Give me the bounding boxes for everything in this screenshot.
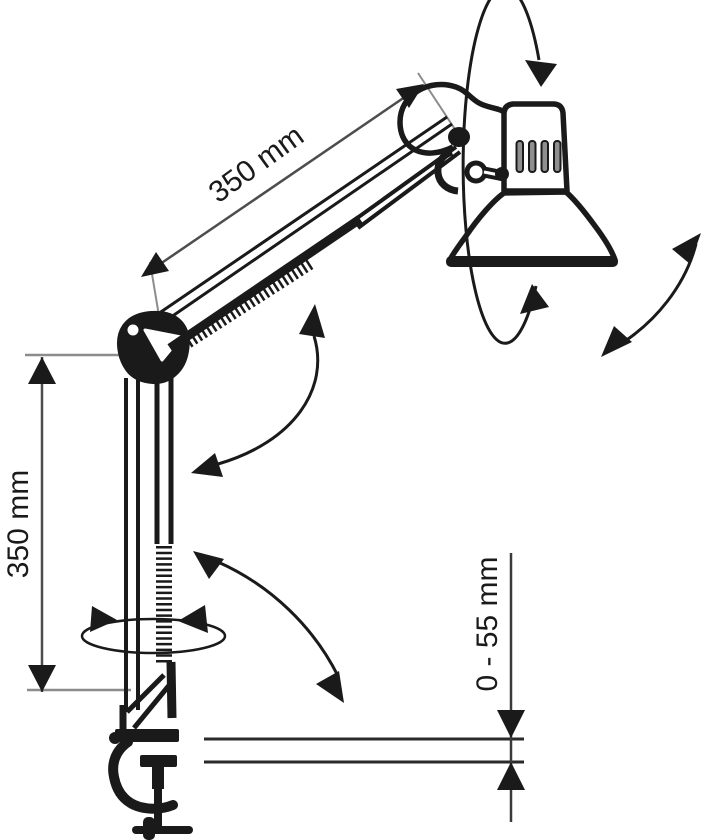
elbow-joint <box>117 310 190 385</box>
table-surface-lines <box>204 737 524 764</box>
rotation-arrow-icon <box>316 671 344 703</box>
clamp-screw-handle <box>132 826 193 834</box>
lower-arm-swing-rotation-arrow <box>193 551 344 703</box>
dimension-arrow-icon <box>28 665 56 692</box>
dimension-arrow-icon <box>141 252 169 277</box>
head-bracket <box>434 148 459 195</box>
clamp-range-dimension-label: 0 - 55 mm <box>471 556 504 691</box>
upper-arm-dimension: 350 mm <box>141 84 424 277</box>
lamp-shade-rim <box>446 256 618 267</box>
lower-arm-dimension-label: 350 mm <box>2 470 35 578</box>
clamp-pad <box>140 755 177 767</box>
head-adjust-knob <box>464 160 488 184</box>
lamp-shade <box>447 189 618 263</box>
head-cable-loop <box>397 81 509 156</box>
rotation-arrow-icon <box>193 551 224 579</box>
rotation-arrow-icon <box>601 326 632 357</box>
head-tilt-rotation-arrow <box>601 233 701 357</box>
dimension-arrow-icon <box>497 762 525 790</box>
dimension-arrow-icon <box>28 357 56 384</box>
rotation-arrow-icon <box>299 304 325 338</box>
clamp-screw <box>154 789 162 829</box>
forearm-swing-rotation-arrow <box>191 304 325 477</box>
rotation-arrow-icon <box>90 606 117 632</box>
head-pivot <box>448 127 470 147</box>
lamp-head <box>397 81 618 267</box>
upper-arm-spring <box>184 256 316 348</box>
upper-arm-dimension-label: 350 mm <box>203 119 310 209</box>
base-swivel-rotation-arrow <box>80 617 227 655</box>
clamp-body <box>108 737 178 814</box>
clamp-range-dimension: 0 - 55 mm <box>471 553 525 822</box>
cap-vent-slots <box>515 140 562 173</box>
rotation-arrow-icon <box>178 605 208 633</box>
rotation-arrow-icon <box>672 233 701 264</box>
table-clamp <box>108 729 193 840</box>
base-swivel-arrowheads <box>90 605 208 633</box>
lower-arm <box>119 378 177 736</box>
rotation-arrow-icon <box>520 284 549 314</box>
rotation-arrow-icon <box>191 453 223 477</box>
head-spin-rotation-arrow <box>461 0 557 345</box>
dimension-arrow-icon <box>497 710 525 738</box>
lower-arm-dimension: 350 mm <box>2 357 56 692</box>
rotation-arrow-icon <box>525 60 557 87</box>
upper-arm <box>151 115 462 352</box>
